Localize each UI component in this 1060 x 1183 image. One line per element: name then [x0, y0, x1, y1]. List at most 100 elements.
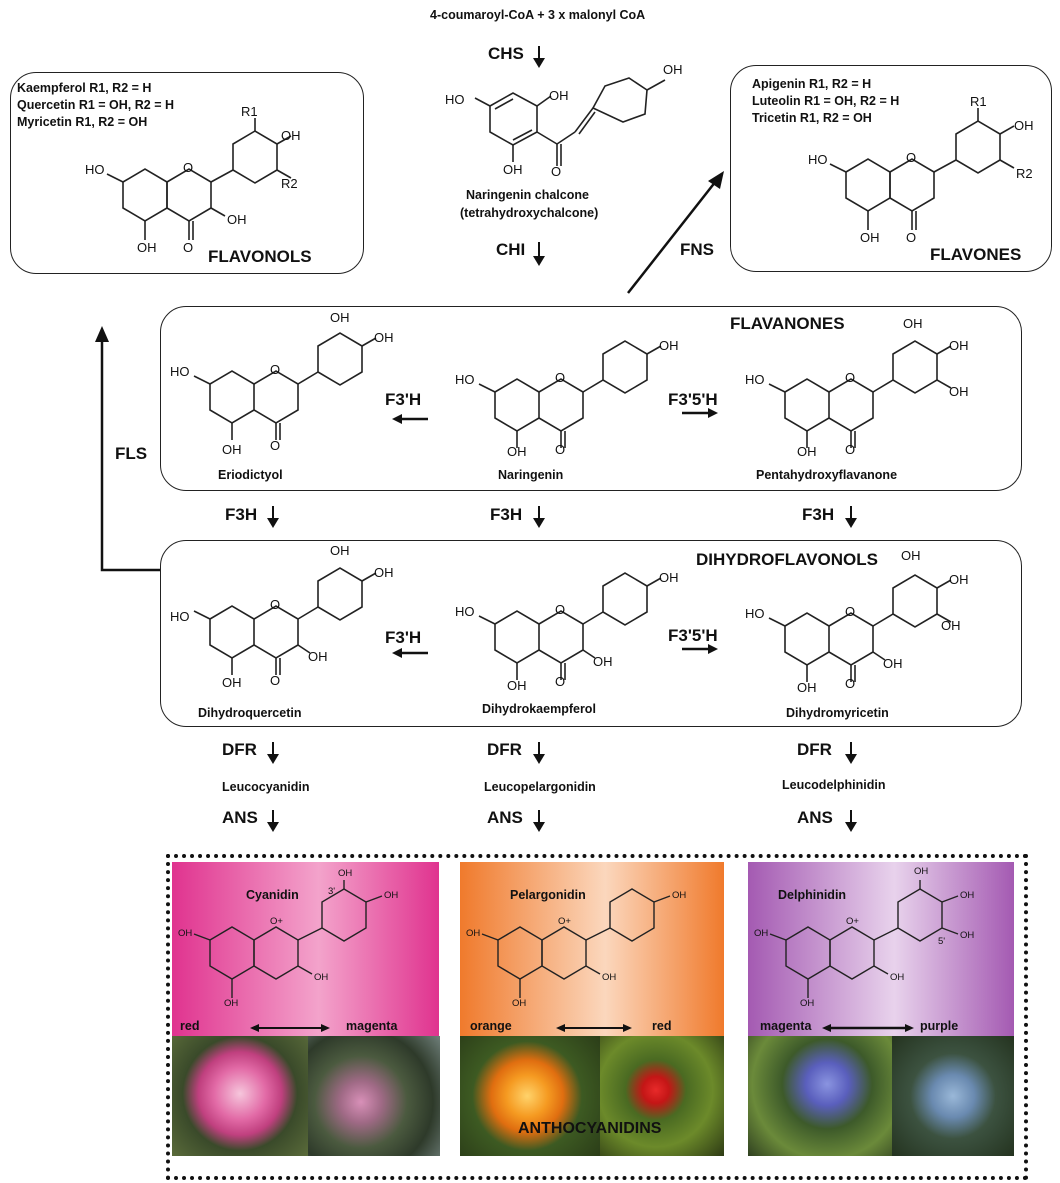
start-substrates-label: 4-coumaroyl-CoA + 3 x malonyl CoA [430, 8, 646, 22]
marigold-flower-photo [460, 1036, 600, 1156]
atom-label: HO [445, 92, 465, 107]
f3prime-h-arrow [392, 414, 428, 424]
delphinidin-color-to: purple [920, 1019, 959, 1033]
atom-label: O [270, 597, 281, 612]
atom-label: OH [593, 654, 613, 669]
atom-label: R1 [241, 104, 258, 119]
f3prime5prime-h-label: F3'5'H [668, 626, 718, 645]
dihydrokaempferol-structure: HO O OH OH OH O [455, 570, 695, 710]
fns-arrow [627, 171, 724, 294]
atom-label: O+ [846, 916, 859, 927]
atom-label: O [845, 370, 856, 385]
atom-label: OH [949, 384, 969, 399]
flavonols-heading: FLAVONOLS [208, 247, 312, 266]
atom-label: O [551, 164, 562, 179]
naringenin-chalcone-structure: HO OH OH O OH [445, 58, 695, 188]
fls-enzyme-label: FLS [115, 444, 148, 463]
atom-label: OH [949, 572, 969, 587]
red-star-flower-photo [600, 1036, 724, 1156]
atom-label: OH [222, 675, 242, 690]
atom-label: OH [797, 680, 817, 695]
dfr-mid-arrow [533, 742, 545, 764]
atom-label: O [906, 230, 917, 245]
ans-right-label: ANS [797, 808, 833, 827]
atom-label: OH [281, 128, 301, 143]
leucodelphinidin-label: Leucodelphinidin [782, 778, 886, 792]
f3prime5prime-h-arrow [682, 644, 718, 654]
atom-label: HO [745, 372, 765, 387]
chs-enzyme-label: CHS [488, 44, 524, 63]
atom-label: OH [949, 338, 969, 353]
ans-left-arrow [267, 810, 279, 832]
dihydroflavonols-box [160, 540, 1022, 727]
pelargonidin-label: Pelargonidin [510, 888, 586, 902]
delphinidin-color-range-arrow [822, 1024, 914, 1032]
pelargonidin-panel [460, 862, 724, 1036]
dihydromyricetin-structure: HO O OH OH OH OH OH O [745, 548, 985, 712]
atom-label: OH [314, 972, 329, 983]
gentian-flower-photo [748, 1036, 892, 1156]
fns-enzyme-label: FNS [680, 240, 714, 259]
blue-cluster-flower-photo [892, 1036, 1014, 1156]
atom-label: HO [745, 606, 765, 621]
atom-label: OH [507, 678, 527, 693]
atom-label: OH [374, 330, 394, 345]
dihydroflavonols-heading: DIHYDROFLAVONOLS [696, 550, 878, 569]
atom-label: OH [672, 890, 687, 901]
f3h-left-arrow [267, 506, 279, 528]
pentahydroxyflavanone-structure: HO O OH OH OH OH O [745, 316, 985, 478]
atom-label: OH [659, 338, 679, 353]
atom-label: OH [503, 162, 523, 177]
dihydrokaempferol-label: Dihydrokaempferol [482, 702, 596, 716]
atom-label: O [845, 676, 856, 691]
flavone-structure: HO O OH O R1 OH R2 [808, 94, 1048, 252]
pelargonidin-structure: OH O+ OH OH OH [466, 880, 726, 1020]
atom-label: OH [1014, 118, 1034, 133]
f3prime-h-arrow [392, 648, 428, 658]
flavonol-structure: HO O OH OH O R1 OH R2 [85, 104, 315, 262]
anthocyanidins-heading: ANTHOCYANIDINS [518, 1120, 662, 1137]
dihydroquercetin-label: Dihydroquercetin [198, 706, 302, 720]
atom-label: OH [860, 230, 880, 245]
pelargonidin-color-range-arrow [556, 1024, 632, 1032]
cyanidin-panel [172, 862, 439, 1036]
atom-label: OH [663, 62, 683, 77]
chalcone-name-line2: (tetrahydroxychalcone) [460, 206, 599, 220]
atom-label: OH [960, 930, 975, 941]
fls-arrow [95, 326, 160, 572]
atom-label: HO [170, 364, 190, 379]
atom-label: R2 [1016, 166, 1033, 181]
f3h-right-label: F3H [802, 505, 835, 524]
delphinidin-structure: OH O+ OH OH OH OH OH 5' [754, 866, 1014, 1020]
delphinidin-label: Delphinidin [778, 888, 847, 902]
ans-right-arrow [845, 810, 857, 832]
chi-enzyme-label: CHI [496, 240, 526, 259]
atom-label: OH [330, 310, 350, 325]
flavones-heading: FLAVONES [930, 245, 1022, 264]
ans-mid-arrow [533, 810, 545, 832]
naringenin-label: Naringenin [498, 468, 564, 482]
pentahydroxyflavanone-label: Pentahydroxyflavanone [756, 468, 898, 482]
atom-label: OH [178, 928, 193, 939]
atom-label: HO [170, 609, 190, 624]
atom-label: OH [883, 656, 903, 671]
atom-label: R1 [970, 94, 987, 109]
flavonols-line: Kaempferol R1, R2 = H [17, 81, 152, 95]
flavonols-line: Myricetin R1, R2 = OH [17, 115, 148, 129]
pelargonidin-color-to: red [652, 1019, 672, 1033]
atom-label: OH [754, 928, 769, 939]
flavonols-box [10, 72, 364, 274]
flavones-line: Tricetin R1, R2 = OH [752, 111, 872, 125]
atom-label: O [270, 362, 281, 377]
atom-label: OH [659, 570, 679, 585]
atom-label: OH [960, 890, 975, 901]
atom-label: O [270, 673, 281, 688]
atom-label: HO [455, 372, 475, 387]
eriodictyol-label: Eriodictyol [218, 468, 283, 482]
f3h-left-label: F3H [225, 505, 258, 524]
atom-label: O [555, 602, 566, 617]
atom-label: OH [224, 998, 239, 1009]
atom-label: OH [797, 444, 817, 459]
atom-label: OH [384, 890, 399, 901]
dfr-right-arrow [845, 742, 857, 764]
